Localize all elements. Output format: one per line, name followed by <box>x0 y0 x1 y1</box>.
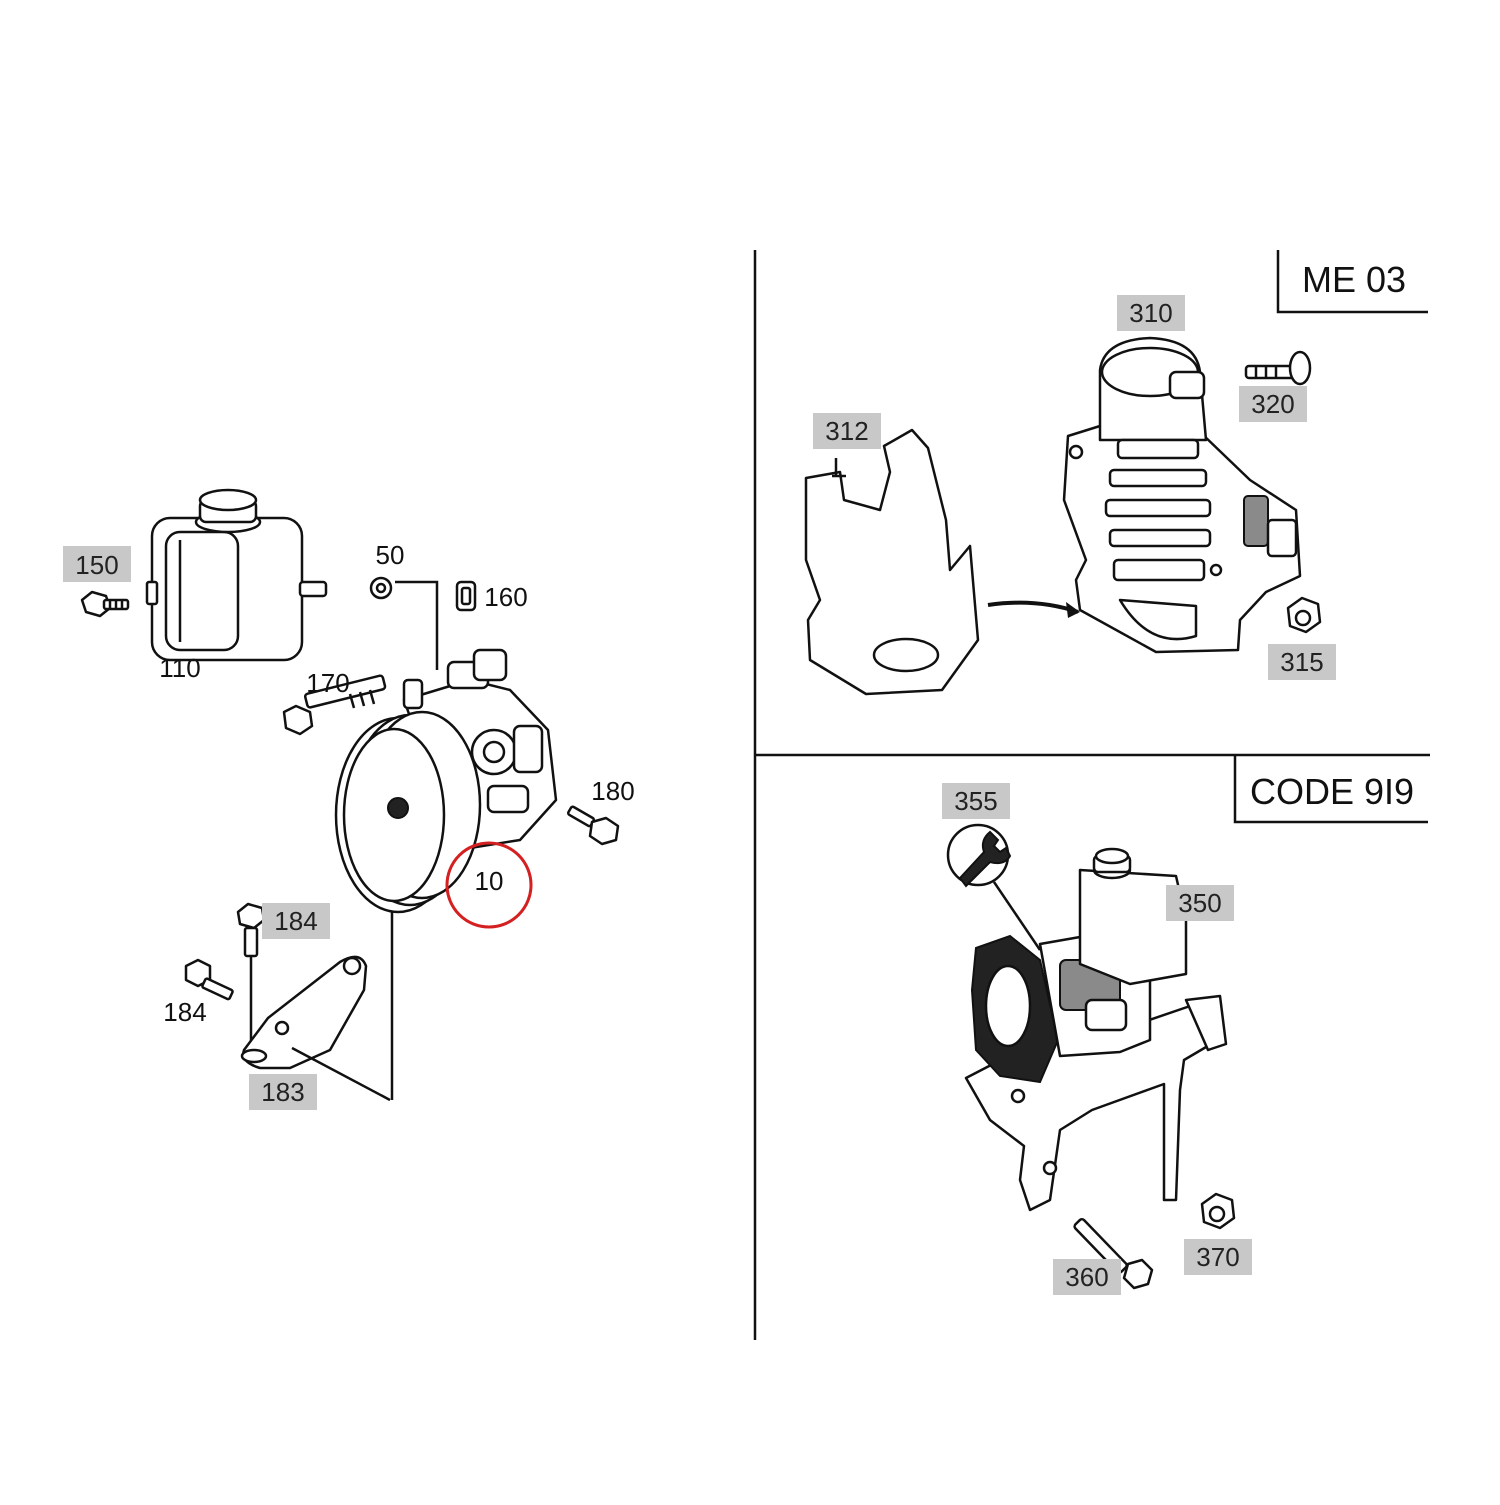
svg-text:350: 350 <box>1178 888 1221 918</box>
svg-text:310: 310 <box>1129 298 1172 328</box>
svg-text:312: 312 <box>825 416 868 446</box>
nut-370 <box>1200 1192 1236 1230</box>
bolt-320 <box>1244 350 1312 386</box>
callout-310: 310 <box>1117 295 1185 331</box>
svg-text:184: 184 <box>274 906 317 936</box>
callout-370: 370 <box>1184 1239 1252 1275</box>
callout-170: 170 <box>306 668 349 698</box>
pump-pulley <box>334 710 482 914</box>
callout-312: 312 <box>813 413 881 449</box>
bolt-170 <box>282 674 387 736</box>
highlight-circle-10 <box>445 841 533 929</box>
nut-315 <box>1286 596 1322 634</box>
callout-355: 355 <box>942 783 1010 819</box>
callout-110: 110 <box>159 653 200 683</box>
callout-150: 150 <box>63 546 131 582</box>
section-frame-me03: ME 03 <box>1276 250 1428 314</box>
svg-text:360: 360 <box>1065 1262 1108 1292</box>
svg-text:315: 315 <box>1280 647 1323 677</box>
bolt-150 <box>80 590 130 618</box>
svg-text:355: 355 <box>954 786 997 816</box>
bracket-183 <box>240 955 391 1102</box>
section-frame-code919: CODE 9I9 <box>1233 755 1428 824</box>
svg-text:370: 370 <box>1196 1242 1239 1272</box>
callout-350: 350 <box>1166 885 1234 921</box>
reservoir-110 <box>145 488 328 662</box>
callout-184-lower: 184 <box>163 997 206 1027</box>
wrench-icon-355 <box>946 823 1042 951</box>
nut-50 <box>369 576 439 670</box>
callout-50: 50 <box>376 540 405 570</box>
bolt-184-lower <box>184 958 234 1001</box>
callout-184-upper: 184 <box>262 903 330 939</box>
heat-shield-312 <box>804 428 980 696</box>
bolt-184-upper <box>236 902 266 1050</box>
svg-text:320: 320 <box>1251 389 1294 419</box>
callout-160: 160 <box>484 582 527 612</box>
bolt-180 <box>566 805 620 846</box>
section-title-code919: CODE 9I9 <box>1250 771 1414 812</box>
electric-pump-310 <box>1062 336 1302 654</box>
assembly-arrow <box>987 600 1079 614</box>
callout-180: 180 <box>591 776 634 806</box>
section-title-me03: ME 03 <box>1302 259 1406 300</box>
clip-160 <box>455 580 477 612</box>
callout-10: 10 <box>475 866 504 896</box>
svg-text:183: 183 <box>261 1077 304 1107</box>
assembly-arrow-head <box>1066 602 1080 618</box>
svg-text:150: 150 <box>75 550 118 580</box>
callout-360: 360 <box>1053 1259 1121 1295</box>
callout-183: 183 <box>249 1074 317 1110</box>
pump-assembly-350 <box>964 847 1228 1212</box>
callout-320: 320 <box>1239 386 1307 422</box>
callout-315: 315 <box>1268 644 1336 680</box>
